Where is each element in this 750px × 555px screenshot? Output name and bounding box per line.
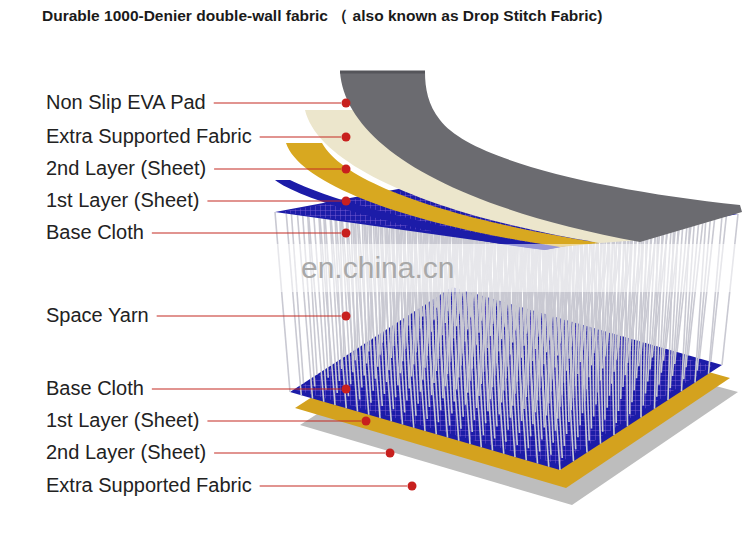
leader-dot xyxy=(342,197,351,206)
leader-dot xyxy=(408,482,417,491)
leader-line xyxy=(214,452,385,453)
leader-line xyxy=(260,485,407,486)
leader-line xyxy=(157,315,341,316)
leader-line xyxy=(207,420,361,421)
part-label: 2nd Layer (Sheet) xyxy=(46,442,206,462)
part-label: Non Slip EVA Pad xyxy=(46,92,206,112)
part-label: 1st Layer (Sheet) xyxy=(46,410,199,430)
yarn-stroke xyxy=(709,217,722,374)
leader-line xyxy=(214,102,341,103)
leader-line xyxy=(260,136,341,137)
eva-pad xyxy=(340,72,742,242)
part-label: Space Yarn xyxy=(46,305,149,325)
part-label: 2nd Layer (Sheet) xyxy=(46,158,206,178)
leader-line xyxy=(214,168,341,169)
part-label: Extra Supported Fabric xyxy=(46,126,252,146)
part-label: Extra Supported Fabric xyxy=(46,475,252,495)
leader-dot xyxy=(342,133,351,142)
leader-line xyxy=(152,388,341,389)
watermark: en.china.cn xyxy=(301,253,454,283)
leader-dot xyxy=(342,385,351,394)
part-label: 1st Layer (Sheet) xyxy=(46,190,199,210)
part-label: Base Cloth xyxy=(46,222,144,242)
part-label: Base Cloth xyxy=(46,378,144,398)
diagram-title: Durable 1000-Denier double-wall fabric （… xyxy=(42,7,602,26)
watermark-band xyxy=(0,244,750,292)
leader-dot xyxy=(342,312,351,321)
leader-line xyxy=(207,200,341,201)
leader-dot xyxy=(386,449,395,458)
leader-dot xyxy=(342,165,351,174)
leader-dot xyxy=(342,229,351,238)
eva-pad-edge xyxy=(340,71,425,74)
leader-dot xyxy=(342,99,351,108)
leader-dot xyxy=(362,417,371,426)
leader-line xyxy=(152,232,341,233)
